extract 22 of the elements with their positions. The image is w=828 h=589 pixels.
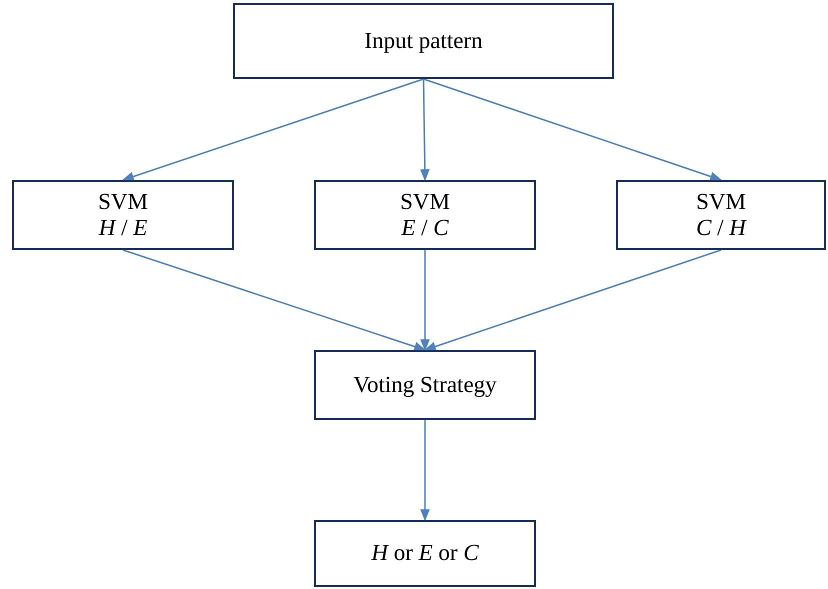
box-label: H / E <box>98 215 148 242</box>
arrow <box>424 249 722 352</box>
arrow <box>420 420 430 522</box>
arrow <box>420 78 430 182</box>
box-label: SVM <box>696 188 746 215</box>
process-box <box>233 3 614 79</box>
box-label: E / C <box>401 215 449 242</box>
arrow <box>420 250 430 352</box>
box-label: Voting Strategy <box>353 372 497 398</box>
box-label: SVM <box>98 188 148 215</box>
box-label: Input pattern <box>364 28 483 54</box>
process-box <box>314 180 536 250</box>
process-box <box>314 520 536 587</box>
arrow <box>423 78 722 182</box>
box-label: SVM <box>400 188 450 215</box>
box-label: H or E or C <box>371 540 479 567</box>
process-box <box>12 180 234 250</box>
arrow <box>122 249 426 352</box>
process-box <box>314 350 536 420</box>
process-box <box>616 180 826 250</box>
box-label: C / H <box>696 215 746 242</box>
arrow <box>122 78 424 182</box>
